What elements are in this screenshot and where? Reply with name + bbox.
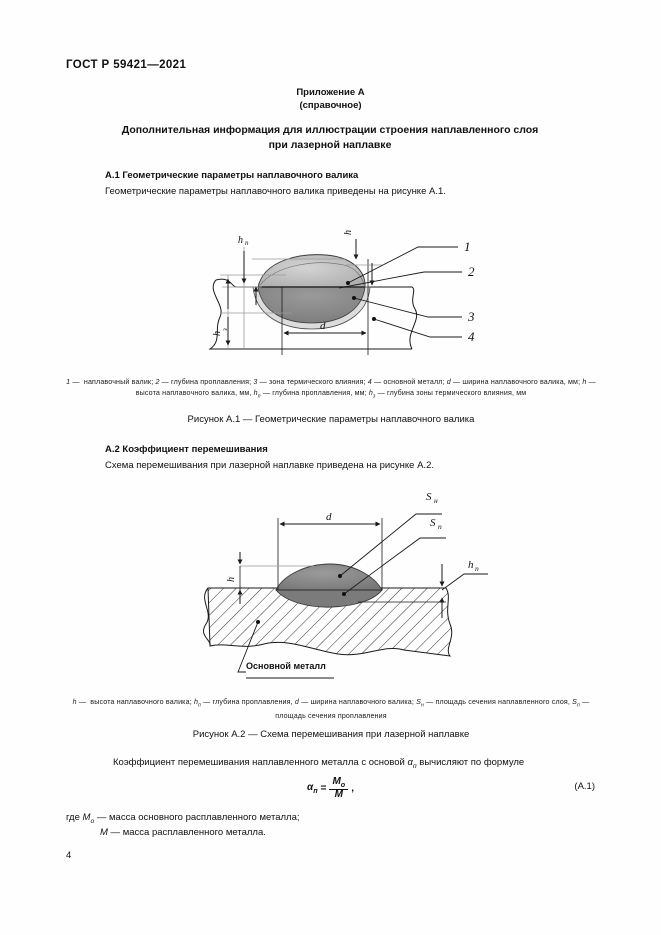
formula-intro-text: Коэффициент перемешивания наплавленного … [113, 757, 525, 770]
svg-text:з: з [221, 328, 229, 332]
svg-text:d: d [326, 511, 332, 523]
appendix-heading-block: Приложение А (справочное) [0, 86, 661, 112]
figure-a2-image: d h S н S п [168, 478, 508, 690]
page-title-line2: при лазерной наплавке [268, 139, 392, 151]
svg-text:п: п [245, 239, 249, 247]
formula-where-line-1: где Mо — масса основного расплавленного … [66, 812, 300, 825]
figure-a1-image: 1 2 3 4 h п h з h d [196, 213, 506, 373]
formula-lhs: αп [307, 782, 318, 796]
formula-fraction: Mо M [329, 776, 349, 800]
figure-a1-caption: Рисунок А.1 — Геометрические параметры н… [187, 414, 475, 425]
svg-text:п: п [475, 564, 479, 573]
appendix-label: Приложение А [296, 87, 365, 98]
formula-number: (А.1) [574, 781, 595, 792]
svg-text:h: h [238, 235, 243, 246]
svg-text:h: h [212, 331, 223, 336]
svg-text:h: h [468, 559, 474, 571]
figure-a2-base-metal-label: Основной металл [246, 661, 326, 671]
figure-a2-legend: h — высота наплавочного валика; hп — глу… [72, 698, 590, 720]
figure-a2-caption: Рисунок А.2 — Схема перемешивания при ла… [192, 729, 470, 740]
svg-text:h: h [226, 577, 237, 582]
formula-equals: = [320, 783, 327, 795]
svg-text:S: S [426, 491, 432, 503]
section-heading-a1: А.1 Геометрические параметры наплавочног… [105, 170, 359, 181]
appendix-type: (справочное) [299, 100, 362, 111]
svg-text:п: п [438, 522, 442, 531]
figure-a1-legend: 1 — наплавочный валик; 2 — глубина пропл… [66, 378, 596, 399]
section-paragraph-a2: Схема перемешивания при лазерной наплавк… [105, 460, 434, 471]
svg-text:d: d [320, 320, 326, 332]
svg-text:н: н [434, 496, 438, 505]
svg-text:1: 1 [464, 239, 471, 254]
svg-text:4: 4 [468, 329, 475, 344]
page-number: 4 [66, 850, 72, 861]
section-paragraph-a1: Геометрические параметры наплавочного ва… [105, 186, 446, 197]
page-title: Дополнительная информация для иллюстраци… [90, 123, 570, 153]
svg-text:3: 3 [467, 309, 475, 324]
svg-text:h: h [343, 230, 354, 235]
section-heading-a2: А.2 Коэффициент перемешивания [105, 444, 268, 455]
formula-where-line-2: M — масса расплавленного металла. [100, 827, 266, 838]
page-title-line1: Дополнительная информация для иллюстраци… [121, 124, 539, 136]
formula-denominator: M [334, 788, 343, 800]
formula-numerator: Mо [329, 776, 349, 790]
formula-trailing-comma: , [351, 783, 354, 795]
standard-number-header: ГОСТ Р 59421—2021 [66, 59, 187, 71]
formula-block: αп = Mо M , [0, 776, 661, 800]
svg-text:S: S [430, 517, 436, 529]
svg-text:2: 2 [468, 264, 475, 279]
